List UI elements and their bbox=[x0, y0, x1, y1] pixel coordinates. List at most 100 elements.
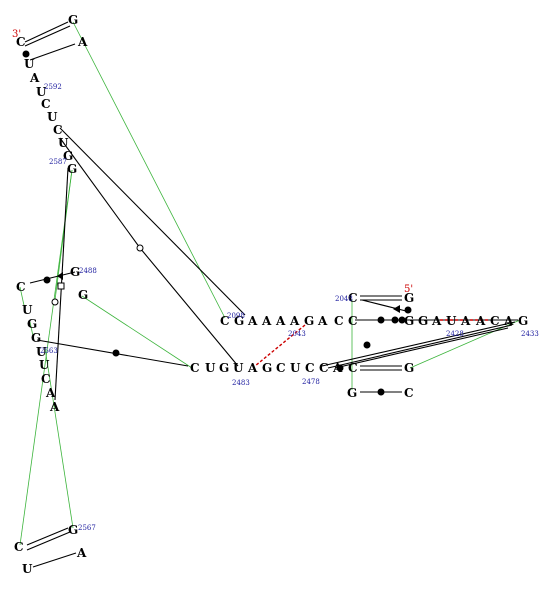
nucleotide: U bbox=[22, 562, 33, 576]
tertiary-line bbox=[409, 319, 521, 369]
residue-number-layer: 2592 2587 2488 2563 2567 2098 2043 2048 … bbox=[40, 83, 539, 532]
interaction-line bbox=[334, 327, 509, 369]
nucleotide: G bbox=[70, 265, 80, 279]
sugar-edge-square bbox=[57, 282, 65, 290]
nucleotide: C bbox=[16, 35, 26, 49]
nucleotide: C bbox=[190, 361, 200, 375]
pseudoknot-line bbox=[254, 324, 306, 367]
noncanonical-open-circle bbox=[51, 298, 59, 306]
five-prime-label: 5' bbox=[404, 284, 413, 295]
interaction-line bbox=[361, 299, 411, 313]
nucleotide: A bbox=[317, 314, 328, 328]
pair-line bbox=[26, 527, 69, 546]
residue-number: 2592 bbox=[44, 83, 62, 91]
nucleotide-layer: C U A U C U C U G G G A G C U G G G U U … bbox=[14, 13, 528, 576]
nucleotide: A bbox=[261, 314, 272, 328]
interaction-line bbox=[59, 127, 246, 316]
residue-number: 2567 bbox=[78, 524, 96, 532]
residue-number: 2483 bbox=[232, 379, 250, 387]
interaction-symbols bbox=[22, 50, 412, 396]
gu-pair-dot bbox=[398, 316, 406, 324]
gu-pair-dot bbox=[391, 316, 399, 324]
nucleotide: G bbox=[219, 361, 229, 375]
nucleotide: U bbox=[205, 361, 216, 375]
nucleotide: A bbox=[77, 35, 88, 49]
nucleotide: C bbox=[319, 361, 329, 375]
nucleotide: G bbox=[418, 314, 428, 328]
nucleotide: G bbox=[68, 13, 78, 27]
nucleotide: A bbox=[460, 314, 471, 328]
gu-pair-dot bbox=[404, 306, 412, 314]
nucleotide: G bbox=[31, 331, 41, 345]
nucleotide: U bbox=[22, 303, 33, 317]
pair-line bbox=[26, 531, 71, 551]
residue-number: 2048 bbox=[335, 295, 353, 303]
tertiary-line bbox=[19, 169, 73, 546]
nucleotide: G bbox=[234, 314, 244, 328]
nucleotide: G bbox=[404, 314, 414, 328]
gu-pair-dot bbox=[377, 388, 385, 396]
residue-number: 2043 bbox=[288, 330, 306, 338]
residue-number: 2433 bbox=[521, 330, 539, 338]
tertiary-interaction-lines bbox=[19, 21, 521, 546]
tertiary-line bbox=[29, 321, 34, 337]
three-prime-label: 3' bbox=[12, 29, 21, 40]
nucleotide: G bbox=[78, 288, 88, 302]
nucleotide: A bbox=[332, 361, 343, 375]
hoogsteen-triangle bbox=[57, 272, 63, 280]
pair-line bbox=[32, 552, 77, 568]
interaction-line bbox=[327, 324, 513, 369]
tertiary-line bbox=[19, 286, 26, 311]
nucleotide: G bbox=[304, 314, 314, 328]
gu-pair-dot bbox=[377, 316, 385, 324]
gu-pair-dot bbox=[22, 50, 30, 58]
nucleotide: G bbox=[67, 162, 77, 176]
nucleotide: A bbox=[275, 314, 286, 328]
nucleotide: A bbox=[45, 386, 56, 400]
gu-pair-dot bbox=[336, 364, 344, 372]
residue-number: 2488 bbox=[79, 267, 97, 275]
residue-number: 2478 bbox=[302, 378, 320, 386]
nucleotide: U bbox=[39, 358, 50, 372]
pseudoknot-lines bbox=[254, 319, 488, 367]
nucleotide: C bbox=[41, 372, 51, 386]
nucleotide: G bbox=[404, 361, 414, 375]
interaction-line bbox=[139, 247, 239, 367]
helix-pair-lines bbox=[24, 21, 402, 568]
long-range-interaction-lines bbox=[29, 127, 518, 401]
nucleotide: U bbox=[290, 361, 301, 375]
nucleotide: C bbox=[334, 314, 344, 328]
nucleotide: C bbox=[16, 280, 26, 294]
nucleotide: C bbox=[41, 97, 51, 111]
nucleotide: A bbox=[289, 314, 300, 328]
nucleotide: A bbox=[49, 400, 60, 414]
gu-pair-dot bbox=[112, 349, 120, 357]
nucleotide: U bbox=[233, 361, 244, 375]
hoogsteen-triangle bbox=[393, 305, 400, 313]
nucleotide: U bbox=[36, 345, 47, 359]
nucleotide: C bbox=[53, 123, 63, 137]
nucleotide: U bbox=[58, 136, 69, 150]
interaction-line bbox=[59, 137, 141, 249]
nucleotide: U bbox=[446, 314, 457, 328]
nucleotide: C bbox=[348, 361, 358, 375]
nucleotide: G bbox=[347, 386, 357, 400]
nucleotide: C bbox=[305, 361, 315, 375]
interaction-line bbox=[321, 321, 516, 367]
gu-pair-dot bbox=[363, 341, 371, 349]
tertiary-line bbox=[44, 347, 74, 529]
nucleotide: G bbox=[518, 314, 528, 328]
nucleotide: A bbox=[475, 314, 486, 328]
pair-line bbox=[24, 21, 69, 43]
nucleotide: A bbox=[503, 314, 514, 328]
nucleotide: A bbox=[431, 314, 442, 328]
nucleotide: A bbox=[76, 546, 87, 560]
nucleotide: C bbox=[348, 314, 358, 328]
nucleotide: A bbox=[247, 314, 258, 328]
residue-number: 2563 bbox=[40, 347, 58, 355]
nucleotide: A bbox=[29, 71, 40, 85]
nucleotide: A bbox=[247, 361, 258, 375]
residue-number: 2587 bbox=[49, 158, 67, 166]
nucleotide: G bbox=[404, 291, 414, 305]
nucleotide: C bbox=[490, 314, 500, 328]
